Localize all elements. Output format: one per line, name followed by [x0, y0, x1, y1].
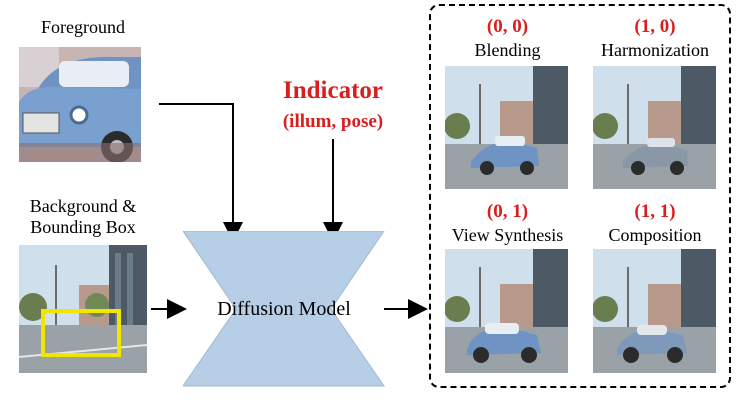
output-code-view-synthesis: (0, 1) — [486, 201, 529, 222]
foreground-arrow — [159, 103, 243, 242]
output-code-composition: (1, 1) — [634, 201, 676, 222]
output-image-harmonization — [593, 66, 716, 189]
diffusion-model-label: Diffusion Model — [217, 298, 351, 320]
bounding-box — [41, 309, 121, 357]
output-task-harmonization: Harmonization — [601, 40, 709, 60]
output-code-blending: (0, 0) — [486, 16, 529, 37]
output-task-view-synthesis: View Synthesis — [451, 225, 564, 245]
indicator-title: Indicator — [283, 77, 383, 104]
output-image-blending — [445, 66, 568, 189]
background-image — [19, 245, 147, 373]
output-image-composition — [593, 249, 716, 373]
output-code-harmonization: (1, 0) — [634, 16, 676, 37]
background-label-line1: Background & — [29, 196, 137, 216]
background-label-line2: Bounding Box — [30, 217, 136, 237]
foreground-image — [19, 47, 141, 162]
output-task-composition: Composition — [608, 225, 702, 245]
background-label: Background & Bounding Box — [18, 196, 148, 238]
diffusion-model-shape — [183, 231, 385, 387]
output-task-blending: Blending — [474, 40, 541, 60]
foreground-label: Foreground — [41, 17, 125, 37]
indicator-subtitle: (illum, pose) — [282, 111, 384, 132]
output-image-view-synthesis — [445, 249, 568, 373]
outputs-panel — [429, 4, 731, 388]
